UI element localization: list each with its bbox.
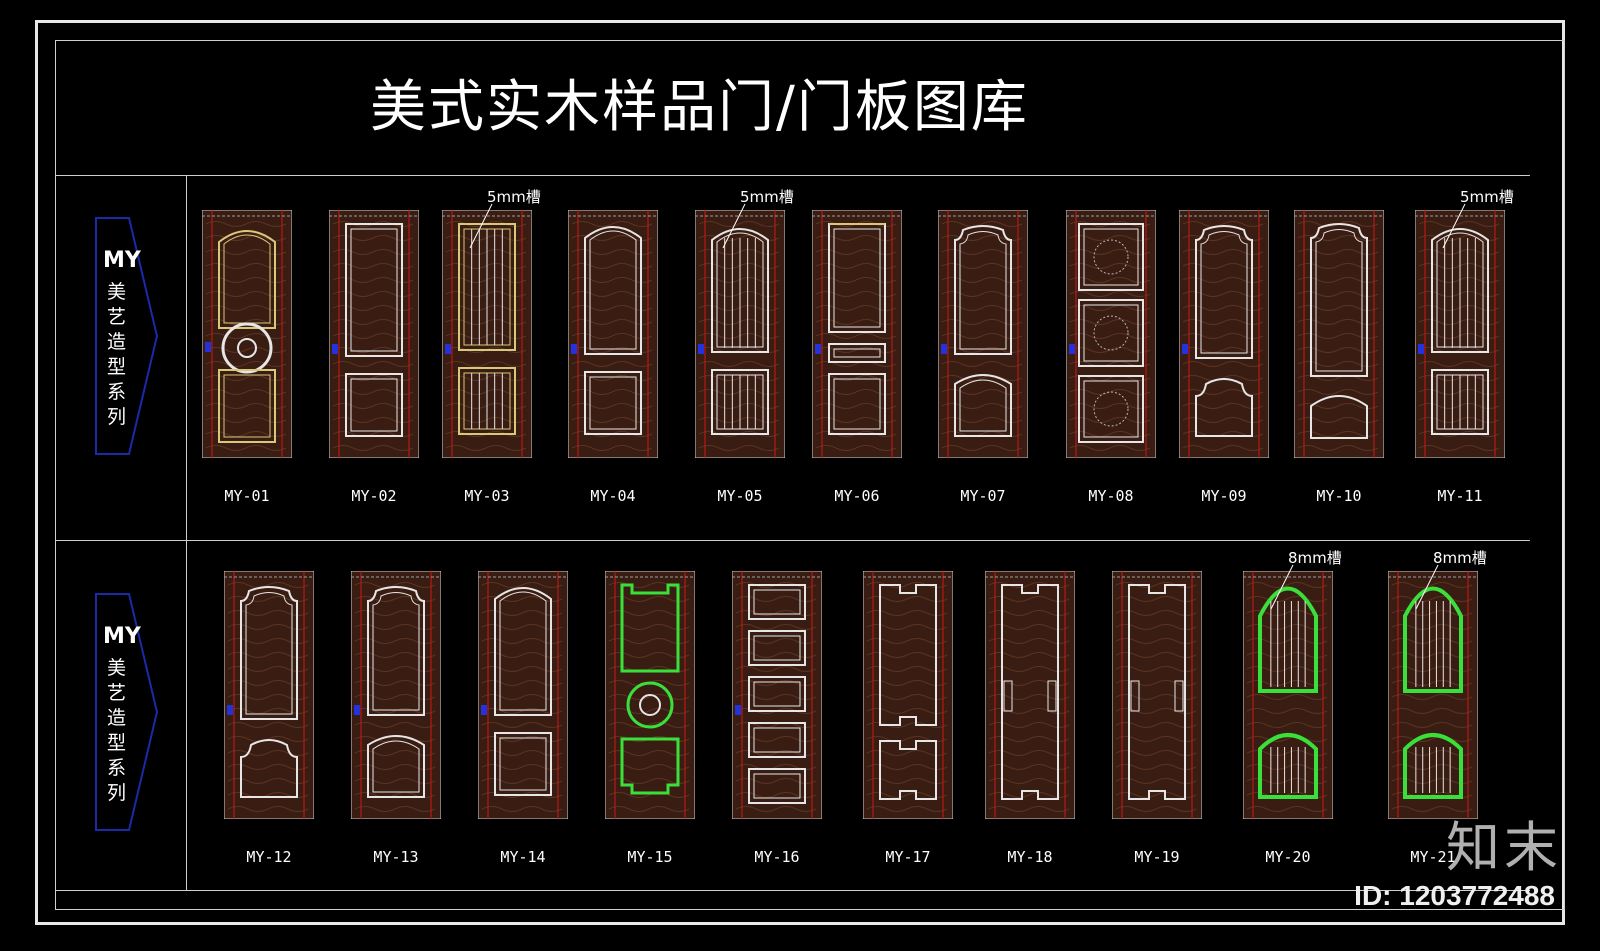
groove-note: 8mm槽 — [1433, 549, 1487, 567]
door-label: MY-09 — [1201, 487, 1247, 505]
leader-line — [1415, 564, 1439, 610]
door-drawing — [605, 571, 695, 819]
door-panel-icon — [1066, 210, 1156, 458]
door-label: MY-11 — [1437, 487, 1483, 505]
door-panel-icon — [812, 210, 902, 458]
door-panel-icon — [1388, 571, 1478, 819]
door-label: MY-05 — [717, 487, 763, 505]
door-drawing — [1243, 571, 1333, 819]
series-name: 美艺造型系列 — [107, 281, 127, 428]
drawing-outer-frame — [35, 20, 1565, 925]
bottom-border — [55, 890, 1530, 891]
series-tag-arrow-icon — [95, 593, 159, 831]
door-panel-icon — [224, 571, 314, 819]
door-panel-icon — [1179, 210, 1269, 458]
door-panel-icon — [442, 210, 532, 458]
door-panel-icon — [1243, 571, 1333, 819]
door-label: MY-18 — [1007, 848, 1053, 866]
leader-line — [1442, 203, 1466, 249]
door-label: MY-15 — [627, 848, 673, 866]
door-label: MY-07 — [960, 487, 1006, 505]
door-drawing — [1294, 210, 1384, 458]
door-label: MY-10 — [1316, 487, 1362, 505]
series-name: 美艺造型系列 — [107, 657, 127, 804]
door-panel-icon — [1112, 571, 1202, 819]
title-divider — [55, 175, 1530, 176]
door-drawing — [812, 210, 902, 458]
leader-line — [1270, 564, 1294, 610]
door-label: MY-08 — [1088, 487, 1134, 505]
door-panel-icon — [732, 571, 822, 819]
door-drawing — [1415, 210, 1505, 458]
series-tag-row-1: MY 美艺造型系列 — [95, 216, 165, 461]
series-tag-arrow-icon — [95, 217, 159, 455]
leader-line — [469, 203, 493, 249]
series-column-divider — [186, 175, 187, 890]
door-drawing — [202, 210, 292, 458]
door-drawing — [732, 571, 822, 819]
door-panel-icon — [695, 210, 785, 458]
series-code: MY — [103, 248, 141, 273]
door-label: MY-04 — [590, 487, 636, 505]
door-drawing — [1112, 571, 1202, 819]
door-drawing — [1388, 571, 1478, 819]
door-label: MY-13 — [373, 848, 419, 866]
door-label: MY-12 — [246, 848, 292, 866]
door-drawing — [478, 571, 568, 819]
door-label: MY-02 — [351, 487, 397, 505]
door-drawing — [863, 571, 953, 819]
leader-line — [722, 203, 746, 249]
door-drawing — [1066, 210, 1156, 458]
groove-note: 8mm槽 — [1288, 549, 1342, 567]
door-panel-icon — [351, 571, 441, 819]
door-label: MY-21 — [1410, 848, 1456, 866]
door-label: MY-19 — [1134, 848, 1180, 866]
row-divider — [55, 540, 1530, 541]
door-drawing — [329, 210, 419, 458]
door-drawing — [1179, 210, 1269, 458]
groove-note: 5mm槽 — [1460, 188, 1514, 206]
door-panel-icon — [1415, 210, 1505, 458]
door-label: MY-20 — [1265, 848, 1311, 866]
groove-note: 5mm槽 — [487, 188, 541, 206]
door-drawing — [351, 571, 441, 819]
door-panel-icon — [863, 571, 953, 819]
door-label: MY-01 — [224, 487, 270, 505]
groove-note: 5mm槽 — [740, 188, 794, 206]
door-drawing — [938, 210, 1028, 458]
door-label: MY-03 — [464, 487, 510, 505]
door-panel-icon — [1294, 210, 1384, 458]
door-label: MY-06 — [834, 487, 880, 505]
page-title: 美式实木样品门/门板图库 — [370, 75, 1029, 140]
door-drawing — [985, 571, 1075, 819]
door-label: MY-14 — [500, 848, 546, 866]
door-panel-icon — [329, 210, 419, 458]
door-drawing — [568, 210, 658, 458]
door-panel-icon — [605, 571, 695, 819]
door-label: MY-16 — [754, 848, 800, 866]
series-tag-row-2: MY 美艺造型系列 — [95, 592, 165, 837]
image-id: ID: 1203772488 — [1354, 880, 1555, 911]
drawing-inner-frame — [55, 40, 1565, 910]
door-drawing — [695, 210, 785, 458]
door-drawing — [442, 210, 532, 458]
series-code: MY — [103, 624, 141, 649]
door-panel-icon — [478, 571, 568, 819]
door-panel-icon — [985, 571, 1075, 819]
door-drawing — [224, 571, 314, 819]
watermark-logo: 知末 — [1446, 816, 1562, 879]
door-label: MY-17 — [885, 848, 931, 866]
door-panel-icon — [938, 210, 1028, 458]
door-panel-icon — [202, 210, 292, 458]
door-panel-icon — [568, 210, 658, 458]
